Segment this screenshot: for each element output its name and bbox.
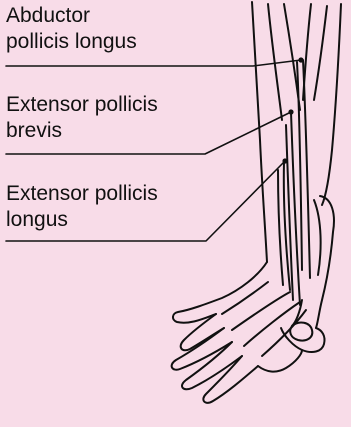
thenar-inner (314, 200, 321, 275)
label-line: brevis (6, 118, 158, 144)
forearm-outline-right (322, 4, 341, 205)
little-finger (203, 356, 258, 403)
label-extensor-pollicis-longus: Extensor pollicis longus (6, 181, 158, 233)
leader-dot-extensor-pollicis-brevis (288, 109, 293, 114)
tendon-abductor-pollicis-longus (303, 60, 310, 278)
leader-line-abductor-pollicis-longus (6, 60, 301, 66)
label-line: longus (6, 207, 158, 233)
label-line: Extensor pollicis (6, 92, 158, 118)
label-line: Extensor pollicis (6, 181, 158, 207)
tendon-extensor-pollicis-longus-edge (278, 170, 283, 285)
forearm-outline-left (252, 2, 267, 262)
label-abductor-pollicis-longus: Abductor pollicis longus (6, 3, 137, 55)
forearm-contour (314, 6, 327, 100)
label-line: Abductor (6, 3, 137, 29)
tendon-abductor-pollicis-longus-edge (297, 62, 302, 270)
leader-dot-abductor-pollicis-longus (298, 57, 303, 62)
label-extensor-pollicis-brevis: Extensor pollicis brevis (6, 92, 158, 144)
leader-dot-extensor-pollicis-longus (282, 158, 287, 163)
hand-tendon (232, 292, 290, 330)
hand-tendon (244, 302, 300, 346)
label-line: pollicis longus (6, 29, 137, 55)
